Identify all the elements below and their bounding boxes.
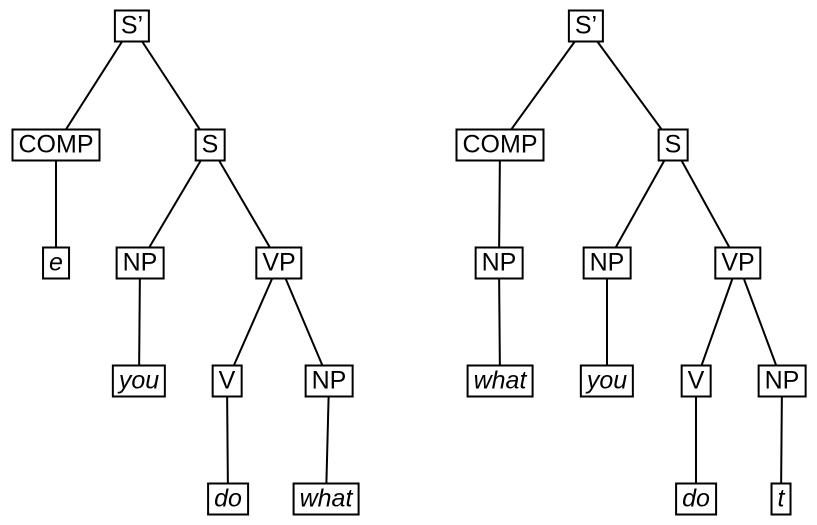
right-tree-edge-sbar-comp xyxy=(499,25,587,146)
left-tree-node-np-obj: NP xyxy=(304,364,354,398)
left-tree-node-comp: COMP xyxy=(11,128,101,162)
right-tree-node-v: V xyxy=(680,364,712,398)
left-tree-edge-sbar-s xyxy=(131,25,211,146)
left-tree-edge-np-obj-what xyxy=(325,380,330,500)
left-tree-node-np-subj: NP xyxy=(115,246,165,280)
right-tree-edge-s-np-subj xyxy=(606,144,674,264)
right-tree-edge-np-wh-what xyxy=(498,262,501,382)
left-tree-edge-s-np-subj xyxy=(139,144,211,264)
right-tree-edge-vp-np-obj xyxy=(737,262,783,382)
right-tree-node-t: t xyxy=(770,482,792,516)
right-tree-node-np-subj: NP xyxy=(582,246,632,280)
left-tree-node-what: what xyxy=(292,482,360,516)
left-tree-node-do: do xyxy=(207,482,249,516)
right-tree-node-vp: VP xyxy=(714,246,762,280)
right-tree-node-comp: COMP xyxy=(455,128,545,162)
left-tree-node-e: e xyxy=(42,246,70,280)
right-tree-edge-np-obj-t xyxy=(780,380,783,500)
right-tree-node-s: S xyxy=(657,128,689,162)
right-tree-node-you: you xyxy=(579,364,635,398)
left-tree-node-sbar: S’ xyxy=(113,9,151,43)
left-tree-node-s: S xyxy=(194,128,226,162)
left-tree-edge-s-vp xyxy=(209,144,280,264)
left-tree-edge-np-subj-you xyxy=(138,262,141,382)
right-tree-edge-comp-np-wh xyxy=(498,144,501,264)
right-tree-node-what: what xyxy=(466,364,534,398)
right-tree-node-np-wh: NP xyxy=(474,246,524,280)
left-tree-node-vp: VP xyxy=(255,246,303,280)
left-tree-edge-v-do xyxy=(226,380,229,500)
right-tree-edge-vp-v xyxy=(695,262,739,382)
left-tree-edge-vp-np-obj xyxy=(278,262,330,382)
right-tree-node-sbar: S’ xyxy=(567,9,605,43)
right-tree-node-do: do xyxy=(675,482,717,516)
left-tree-edge-vp-v xyxy=(226,262,280,382)
right-tree-edge-sbar-s xyxy=(585,25,674,146)
left-tree-node-v: V xyxy=(211,364,243,398)
right-tree-node-np-obj: NP xyxy=(757,364,807,398)
left-tree-edge-sbar-comp xyxy=(55,25,133,146)
left-tree-node-you: you xyxy=(111,364,167,398)
right-tree-edge-s-vp xyxy=(672,144,739,264)
